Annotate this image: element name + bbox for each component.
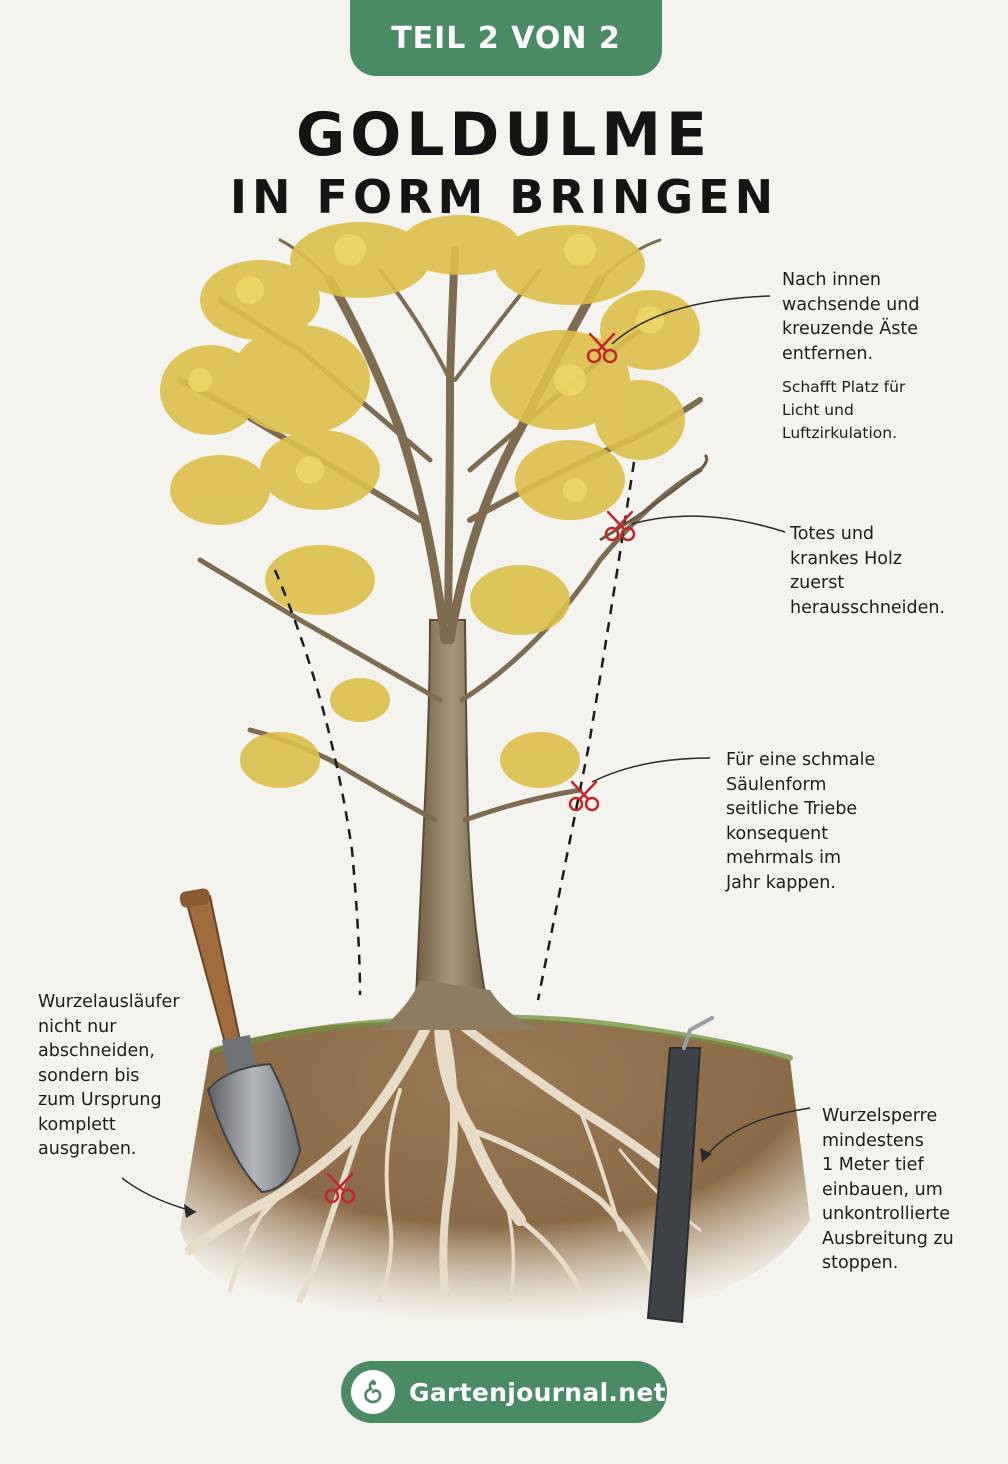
root-barrier: [646, 1016, 714, 1324]
scissors-icon-root-sucker: [324, 1172, 356, 1204]
root-system: [185, 1014, 702, 1303]
note-root-barrier: Wurzelsperre mindestens 1 Meter tief ein…: [822, 1104, 954, 1276]
note-line: wachsende und: [782, 294, 920, 315]
scissors-icon-inner-branches: [586, 332, 618, 364]
note-line: unkontrollierte: [822, 1204, 951, 1224]
note-line: komplett: [38, 1114, 116, 1135]
dead-branch: [599, 453, 709, 542]
note-inner-branches-sub: Schafft Platz für Licht und Luftzirkulat…: [782, 376, 905, 445]
note-line: Für eine schmale: [726, 750, 876, 770]
note-column-form: Für eine schmale Säulenform seitliche Tr…: [726, 748, 875, 895]
note-line: Nach innen: [782, 270, 881, 290]
leaf-highlights: [188, 234, 664, 502]
note-line: Wurzelsperre: [822, 1106, 938, 1126]
gartenjournal-logo-icon: [351, 1370, 395, 1414]
note-line: herausschneiden.: [790, 597, 946, 618]
part-badge: TEIL 2 VON 2: [350, 0, 662, 76]
note-line: krankes Holz: [790, 548, 903, 569]
footer-brand-link[interactable]: Gartenjournal.net: [341, 1361, 667, 1423]
note-line: nicht nur: [38, 1016, 117, 1037]
note-line: entfernen.: [782, 343, 874, 364]
note-line: Schafft Platz für: [782, 378, 906, 396]
tree-trunk: [380, 619, 540, 1030]
note-line: Totes und: [790, 524, 875, 544]
spade-illustration: [179, 888, 302, 1194]
arrow-heads: [184, 1148, 712, 1218]
note-line: stoppen.: [822, 1253, 899, 1273]
note-line: Wurzelausläufer: [38, 992, 180, 1012]
note-line: sondern bis: [38, 1065, 140, 1086]
note-line: Säulenform: [726, 774, 827, 795]
scissors-icon-side-shoots: [568, 780, 600, 812]
note-line: Jahr kappen.: [726, 872, 836, 893]
scissors-icon-dead-wood: [604, 510, 636, 542]
note-line: Ausbreitung zu: [822, 1228, 954, 1249]
tree-foliage: [160, 215, 700, 788]
note-line: kreuzende Äste: [782, 319, 919, 339]
note-line: Luftzirkulation.: [782, 424, 898, 442]
page-title: GOLDULME: [296, 100, 712, 170]
note-line: Licht und: [782, 401, 854, 419]
note-dead-wood: Totes und krankes Holz zuerst herausschn…: [790, 522, 945, 620]
page-subtitle: IN FORM BRINGEN: [229, 170, 779, 224]
note-line: abschneiden,: [38, 1041, 155, 1061]
note-line: mehrmals im: [726, 848, 842, 868]
note-line: 1 Meter tief: [822, 1155, 924, 1175]
footer-brand-label: Gartenjournal.net: [409, 1377, 666, 1407]
note-line: einbauen, um: [822, 1179, 943, 1200]
note-line: seitliche Triebe: [726, 799, 858, 819]
note-line: mindestens: [822, 1130, 924, 1151]
note-line: ausgraben.: [38, 1139, 137, 1159]
pruning-guide-lines: [273, 461, 636, 1001]
note-inner-branches: Nach innen wachsende und kreuzende Äste …: [782, 268, 919, 366]
note-line: zum Ursprung: [38, 1090, 162, 1110]
note-root-suckers: Wurzelausläufer nicht nur abschneiden, s…: [38, 990, 180, 1162]
note-line: konsequent: [726, 823, 829, 844]
note-line: zuerst: [790, 573, 845, 593]
